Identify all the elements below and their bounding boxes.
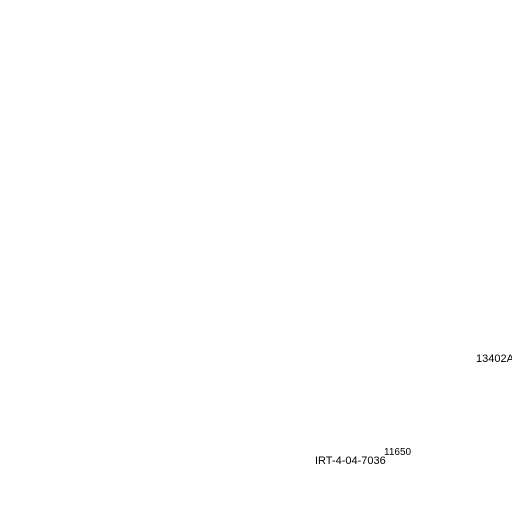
- part-code-label: 13402A: [476, 353, 512, 365]
- document-number-label: IRT-4-04-7036: [315, 455, 386, 467]
- reference-number-label: 11650: [384, 447, 412, 458]
